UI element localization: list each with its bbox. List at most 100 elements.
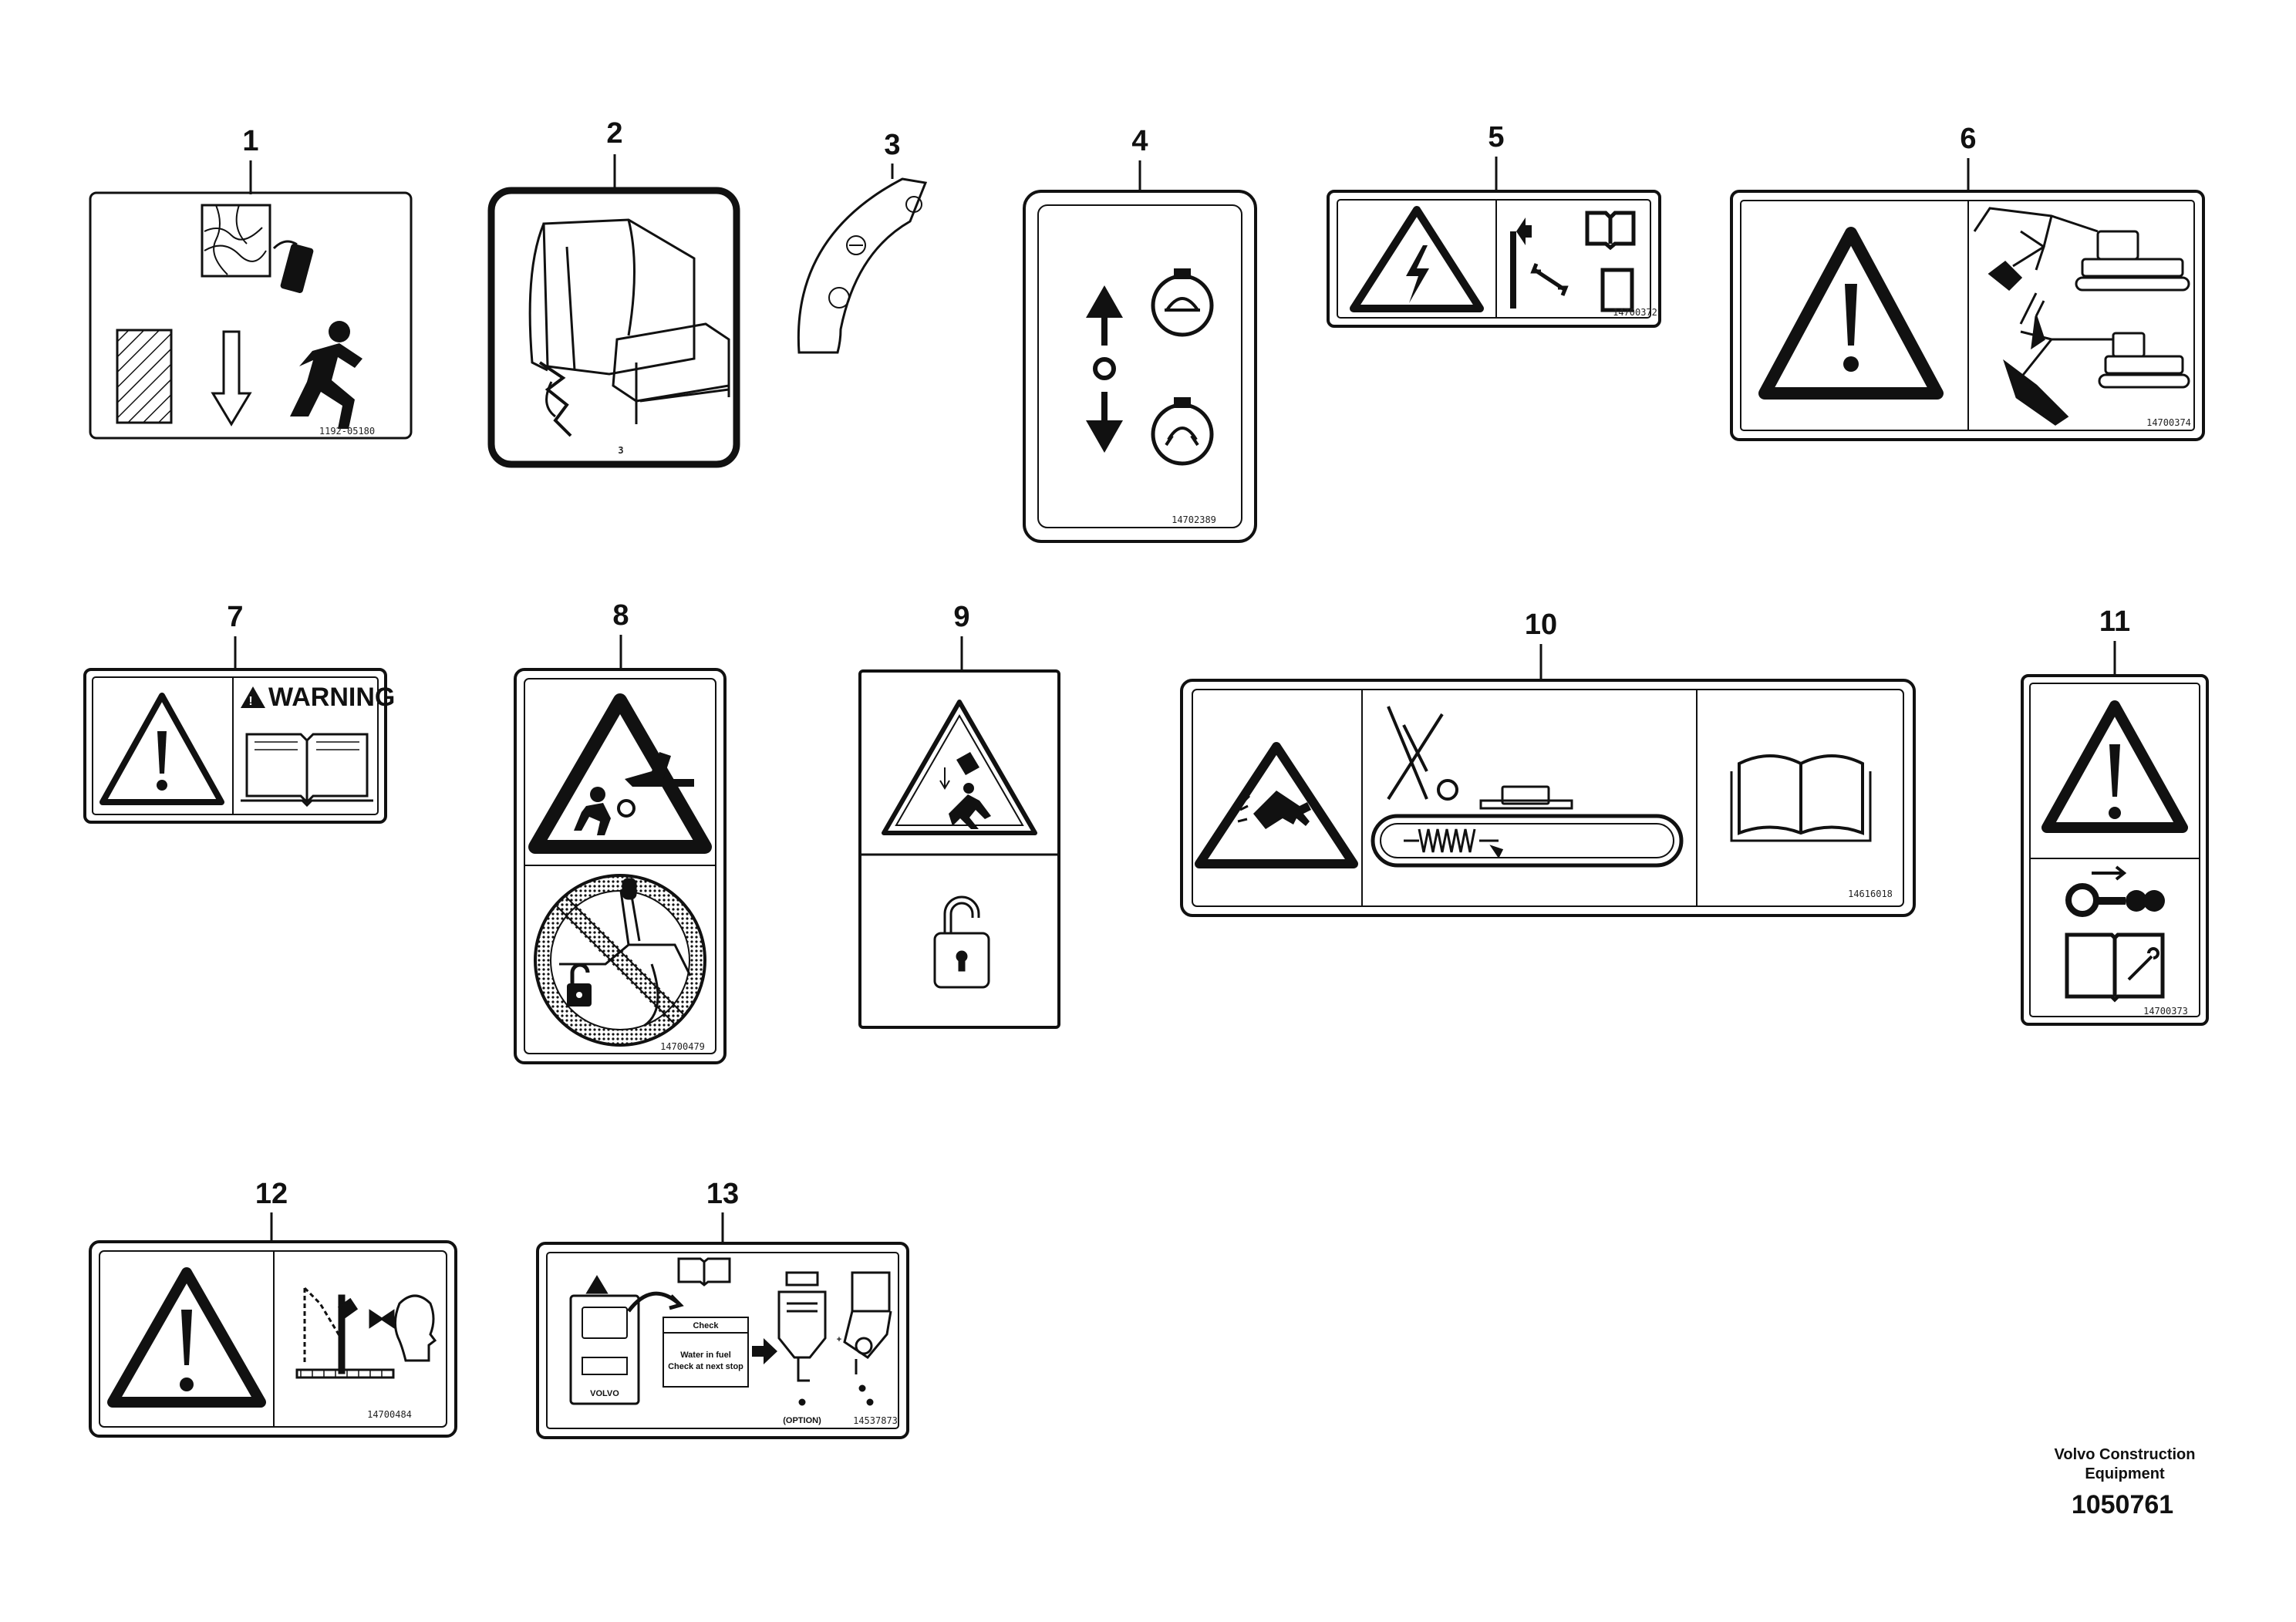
water-separator-icon (843, 1271, 892, 1406)
label-3: 3 (797, 129, 928, 354)
excavator-boom-clearance-icon (1973, 207, 2190, 325)
check-next-stop-text: Check at next stop (668, 1362, 743, 1371)
company-name-line2: Equipment (2085, 1465, 2165, 1482)
key-icon (2065, 865, 2165, 917)
label-11: 11 14700373 (2021, 605, 2209, 1026)
label-2: 2 3 (487, 117, 740, 468)
company-name-line1: Volvo Construction (2055, 1446, 2196, 1463)
decal-frame (89, 191, 413, 440)
travel-speed-low-icon (1151, 397, 1214, 466)
callout-number: 9 (953, 601, 969, 633)
manual-book-icon (1585, 211, 1636, 251)
decal-frame (1180, 679, 1916, 917)
arrow-up-icon (1086, 285, 1123, 346)
machine-box-icon (1600, 268, 1634, 312)
svg-text:!: ! (248, 695, 252, 708)
small-warning-icon (241, 686, 265, 708)
crush-hazard-icon (574, 752, 694, 835)
decal-frame (89, 1240, 457, 1438)
warning-triangle-icon (528, 693, 712, 854)
decal-frame (1730, 190, 2205, 441)
label-1: 1 1192-05180 (89, 125, 413, 440)
callout-number: 6 (1960, 123, 1976, 155)
service-manual-icon (2065, 932, 2165, 1003)
water-in-fuel-text: Water in fuel (680, 1351, 731, 1360)
callout-number: 12 (255, 1178, 288, 1210)
callout-number: 4 (1131, 125, 1148, 157)
part-code: 14700374 (2146, 417, 2191, 428)
label-4: 4 14702389 (1023, 125, 1257, 543)
part-code: 1192-05180 (319, 426, 375, 437)
callout-number: 1 (242, 125, 258, 157)
map-icon (201, 204, 271, 278)
warning-triangle-icon (107, 1267, 266, 1408)
manual-book-icon (241, 733, 373, 808)
arrow-down-icon (1086, 392, 1123, 453)
warning-triangle-icon (1195, 742, 1358, 868)
plus-sign: + (837, 1335, 841, 1344)
part-code: 14700484 (367, 1409, 412, 1420)
warning-text: WARNING (268, 683, 395, 712)
callout-number: 11 (2099, 605, 2130, 638)
callout-number: 10 (1525, 609, 1557, 641)
callout-number: 5 (1488, 121, 1504, 153)
decal-frame (1327, 190, 1661, 328)
cab-door-pinch-icon (528, 218, 730, 437)
label-8: 8 14700479 (514, 599, 727, 1064)
option-text: (OPTION) (783, 1416, 821, 1425)
manual-book-icon (1730, 754, 1872, 842)
running-man-icon (290, 321, 362, 429)
monitor-panel-icon (569, 1275, 640, 1405)
arrow-down-icon (211, 330, 252, 427)
fuel-filter-icon (777, 1271, 827, 1406)
high-voltage-icon (1406, 245, 1429, 303)
arrow-right-icon (752, 1338, 777, 1364)
exclamation-icon (1845, 284, 1857, 346)
fire-extinguisher-icon (280, 244, 314, 293)
circle-icon (828, 287, 850, 309)
warning-triangle-icon (1350, 206, 1484, 312)
power-icon (905, 196, 922, 213)
decal-frame (487, 187, 740, 468)
callout-number: 3 (884, 129, 900, 161)
exclamation-icon (2109, 744, 2120, 797)
travel-speed-high-icon (1151, 268, 1214, 337)
exclamation-icon (181, 1310, 192, 1365)
part-code: 3 (618, 445, 623, 456)
decal-frame (2021, 674, 2209, 1026)
warning-triangle-icon (99, 693, 224, 805)
label-10: 10 14616018 (1180, 609, 1916, 917)
padlock-icon (567, 963, 592, 1007)
callout-number: 7 (227, 601, 243, 633)
decal-frame (83, 668, 387, 824)
center-dot-icon (1093, 357, 1116, 380)
label-7: 7 ! WARNING (83, 601, 395, 824)
label-12: 12 14700484 (89, 1178, 457, 1438)
manual-book-icon (677, 1257, 731, 1286)
brand-text: VOLVO (590, 1389, 619, 1398)
rotary-switch-decal (797, 177, 928, 354)
hand-injury-icon (1237, 791, 1311, 829)
exit-door-icon (116, 329, 173, 424)
check-box (663, 1317, 749, 1388)
eye-protection-icon (295, 1286, 437, 1379)
check-title: Check (693, 1321, 719, 1330)
label-6: 6 14700374 (1730, 123, 2205, 441)
document-number: 1050761 (2072, 1490, 2173, 1519)
arrow-icon (627, 1291, 684, 1313)
part-code: 14700372 (1613, 307, 1657, 318)
label-13: 13 VOLVO Check Water in fuel Check at ne… (536, 1178, 909, 1439)
warning-triangle-icon (882, 700, 1037, 835)
footer: Volvo Construction Equipment 1050761 (2055, 1446, 2196, 1519)
prohibition-slash (554, 894, 686, 1027)
unlocked-padlock-icon (933, 895, 990, 989)
callout-number: 13 (706, 1178, 739, 1210)
decal-frame (858, 669, 1060, 1029)
label-5: 5 14700372 (1327, 121, 1661, 328)
decal-frame (1023, 190, 1257, 543)
part-code: 14616018 (1848, 889, 1893, 899)
part-code: 14702389 (1172, 514, 1216, 525)
track-spring-icon (1371, 785, 1684, 868)
warning-triangle-icon (1758, 227, 1944, 400)
